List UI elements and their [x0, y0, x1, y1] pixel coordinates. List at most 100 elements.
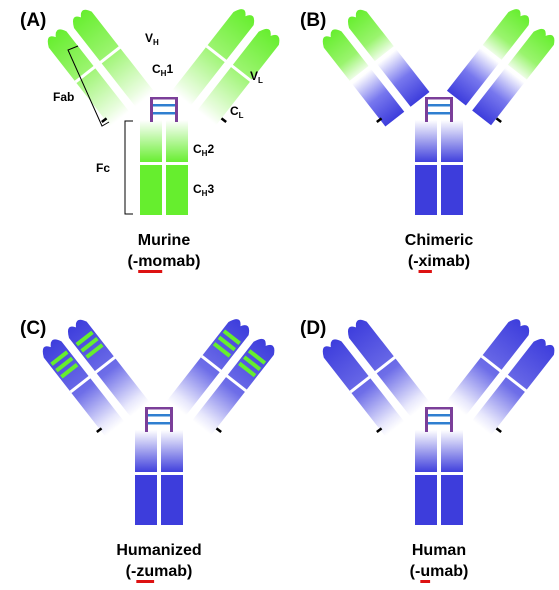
domain-divider — [200, 355, 249, 394]
interchain-bond-tick — [96, 427, 103, 434]
fab-arm-left — [47, 9, 155, 127]
domain-divider — [480, 355, 529, 394]
cdr-stripe — [75, 330, 94, 347]
cdr-stripe — [80, 337, 99, 353]
antibody-human — [322, 319, 555, 525]
suffix-stem: mo — [138, 253, 162, 270]
label-cl: CL — [230, 104, 244, 120]
cdr-stripe — [85, 343, 104, 359]
disulfide-bond — [428, 112, 450, 115]
fc-chain-gap — [162, 120, 166, 215]
hinge-region — [425, 97, 453, 122]
light-chain-right — [472, 28, 555, 126]
fc-chain-gap — [157, 430, 161, 525]
interchain-bond-tick — [376, 117, 383, 124]
heavy-chain-left — [347, 9, 430, 107]
hinge-strand — [145, 408, 148, 432]
fab-arm-right — [171, 9, 280, 126]
fc-region — [135, 430, 183, 525]
interchain-bond-tick — [376, 427, 383, 434]
fc-bracket — [124, 120, 133, 215]
chain-gap — [338, 331, 411, 423]
suffix-underline — [420, 580, 431, 583]
hinge-strand — [175, 98, 178, 122]
fc-region — [140, 120, 188, 215]
light-chain-right — [472, 338, 555, 436]
heavy-chain-right — [446, 319, 530, 416]
cdr-stripe — [242, 355, 262, 371]
fc-region — [415, 120, 463, 215]
hinge-top — [150, 97, 178, 100]
panel-label: (B) — [300, 10, 326, 31]
fab-arm-right — [446, 319, 555, 436]
fab-arm-left — [322, 319, 430, 437]
antibody-chimeric — [322, 9, 555, 215]
chain-gap — [191, 20, 264, 111]
domain-divider — [480, 45, 529, 84]
disulfide-bond — [428, 422, 450, 425]
fc-chain-gap — [437, 120, 441, 215]
cdr-stripe — [247, 349, 267, 365]
domain-divider — [69, 355, 118, 394]
hinge-top — [425, 407, 453, 410]
chain-gap — [466, 20, 539, 111]
disulfide-bond — [148, 422, 170, 425]
light-chain-left — [322, 339, 405, 437]
fab-arm-left — [322, 9, 430, 127]
interchain-bond-tick — [495, 117, 502, 124]
label-vl: VL — [250, 69, 263, 85]
fab-arm-right — [166, 319, 275, 436]
heavy-chain-left — [72, 9, 155, 107]
domain-divider — [205, 45, 254, 84]
chain-gap — [63, 21, 136, 113]
cdr-stripe — [212, 342, 232, 358]
hinge-top — [425, 97, 453, 100]
cdr-stripe — [217, 335, 236, 352]
heavy-chain-fc-left — [135, 430, 157, 525]
heavy-chain-left — [347, 319, 430, 417]
heavy-chain-fc-right — [161, 430, 183, 525]
fab-bracket — [67, 45, 110, 127]
hinge-strand — [425, 408, 428, 432]
cdr-stripe — [222, 329, 241, 345]
cdr-stripe — [238, 361, 257, 378]
fc-chain-gap — [437, 430, 441, 525]
heavy-chain-fc-left — [415, 120, 437, 215]
domain-divider — [349, 45, 398, 84]
label-ch3: CH3 — [193, 182, 214, 198]
hinge-strand — [450, 408, 453, 432]
heavy-chain-fc-left — [140, 120, 162, 215]
hinge-top — [145, 407, 173, 410]
interchain-bond-tick — [495, 427, 502, 434]
heavy-chain-fc-right — [441, 430, 463, 525]
hinge-strand — [450, 98, 453, 122]
naming-suffix: (-zumab) — [126, 563, 193, 580]
naming-suffix: (-umab) — [410, 563, 469, 580]
heavy-chain-right — [446, 9, 530, 106]
suffix-underline — [136, 580, 155, 583]
label-vh: VH — [145, 31, 159, 47]
antibody-name: Murine — [138, 232, 191, 249]
panel-label: (D) — [300, 318, 326, 339]
hinge-strand — [150, 98, 153, 122]
antibody-murine — [47, 9, 280, 215]
hinge-region — [145, 407, 173, 432]
hinge-strand — [425, 98, 428, 122]
panel-label: (A) — [20, 10, 46, 31]
light-chain-left — [47, 29, 130, 127]
disulfide-bond — [428, 414, 450, 417]
antibody-name: Humanized — [116, 542, 201, 559]
chain-gap — [338, 21, 411, 113]
suffix-underline — [138, 270, 163, 273]
antibody-name: Chimeric — [405, 232, 474, 249]
suffix-stem: xi — [419, 253, 432, 270]
suffix-stem: zu — [136, 563, 154, 580]
domain-divider — [349, 355, 398, 394]
domain-divider — [74, 45, 123, 84]
label-fc: Fc — [96, 161, 110, 175]
fc-region — [415, 430, 463, 525]
fab-arm-left — [42, 319, 150, 437]
label-fab: Fab — [53, 90, 74, 104]
interchain-bond-tick — [220, 117, 227, 124]
